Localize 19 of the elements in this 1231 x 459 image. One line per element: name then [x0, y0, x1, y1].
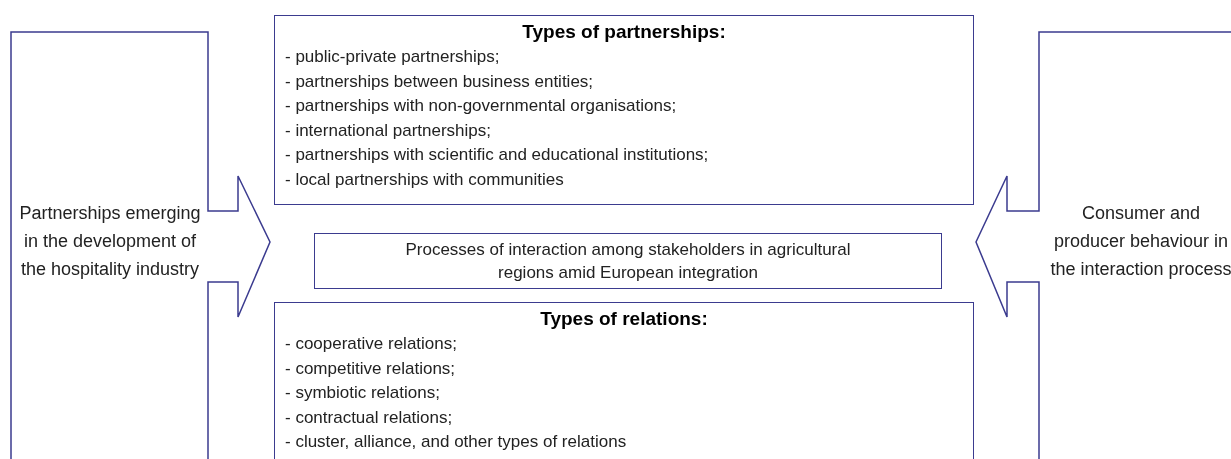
list-item: - cluster, alliance, and other types of relations: [285, 431, 628, 453]
list-item: - cooperative relations;: [285, 333, 458, 355]
list-item: - international partnerships;: [285, 119, 492, 142]
list-item: - partnerships with non-governmental organisations;: [285, 95, 678, 117]
process-box: [314, 233, 942, 289]
list-box: [274, 302, 974, 459]
list-item: - contractual relations;: [285, 406, 454, 429]
list-item: - public-private partnerships;: [285, 46, 501, 68]
list-item: - competitive relations;: [285, 357, 457, 380]
process-label: Processes of interaction among stakeholders in agricultural regions amid European integration: [404, 239, 852, 284]
list-item: - local partnerships with communities: [285, 168, 565, 191]
node-label: Consumer and producer behaviour in the interaction process: [1049, 202, 1231, 281]
list-box: [274, 15, 974, 205]
list-item: - partnerships between business entities;: [285, 70, 595, 93]
list-item: - partnerships with scientific and educational institutions;: [285, 144, 710, 166]
list-item: - symbiotic relations;: [285, 382, 441, 404]
box-heading: Types of relations:: [539, 307, 709, 331]
node-label: Partnerships emerging in the development of the hospitality industry: [18, 202, 202, 281]
box-heading: Types of partnerships:: [521, 20, 727, 44]
